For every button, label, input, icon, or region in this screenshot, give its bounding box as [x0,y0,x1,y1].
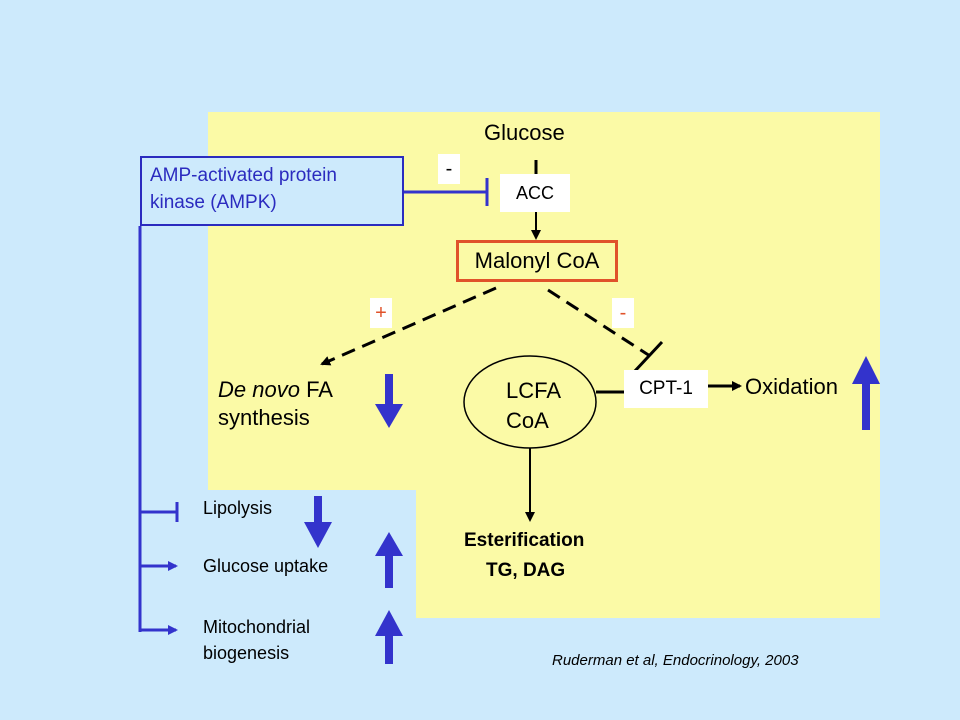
lcfa-coa-label: LCFA CoA [506,376,561,436]
malonyl-to-denovo-arrow [320,286,497,366]
malonyl-coa-box: Malonyl CoA [456,240,618,282]
cpt1-label: CPT-1 [639,378,693,399]
denovo-italic: De novo [218,377,300,402]
mito-line1: Mitochondrial [203,617,311,637]
glucose-label: Glucose [484,120,565,145]
coa-label: CoA [506,408,549,433]
oxidation-label: Oxidation [745,374,838,399]
malonyl-inhibit-cpt1-bar [632,340,664,374]
acc-inhibit-sign: - [438,154,460,184]
down-arrow-lipolysis-icon [304,496,332,548]
lipolysis-label: Lipolysis [203,498,273,518]
up-arrow-glucose-uptake-icon [375,532,403,588]
malonyl-inhibit-cpt1-line [547,288,651,358]
glucose-uptake-label: Glucose uptake [203,556,329,576]
lcfa-label: LCFA [506,378,562,403]
esterification-label: Esterification [464,530,585,551]
acc-label: ACC [515,182,554,203]
ampk-box: AMP-activated protein kinase (AMPK) [140,156,404,226]
cpt1-inhibit-sign: - [612,298,634,328]
mito-line2: biogenesis [203,643,290,663]
synthesis-label: synthesis [218,405,310,430]
denovo-fa-label: De novo FA synthesis [218,376,333,432]
mito-biogenesis-label: Mitochondrial biogenesis [203,614,310,666]
cpt1-box: CPT-1 [624,370,708,408]
down-arrow-denovo-icon [375,374,403,428]
ampk-label-line2: kinase (AMPK) [150,192,277,213]
acc-box: ACC [500,174,570,212]
citation: Ruderman et al, Endocrinology, 2003 [552,652,799,669]
tg-dag-label: TG, DAG [486,560,566,581]
plus-sign: + [370,298,392,328]
ampk-label-line1: AMP-activated protein [150,165,337,186]
malonyl-coa-label: Malonyl CoA [474,248,600,273]
up-arrow-mito-icon [375,610,403,664]
denovo-fa: FA [299,377,333,402]
up-arrow-oxidation-icon [852,356,880,430]
